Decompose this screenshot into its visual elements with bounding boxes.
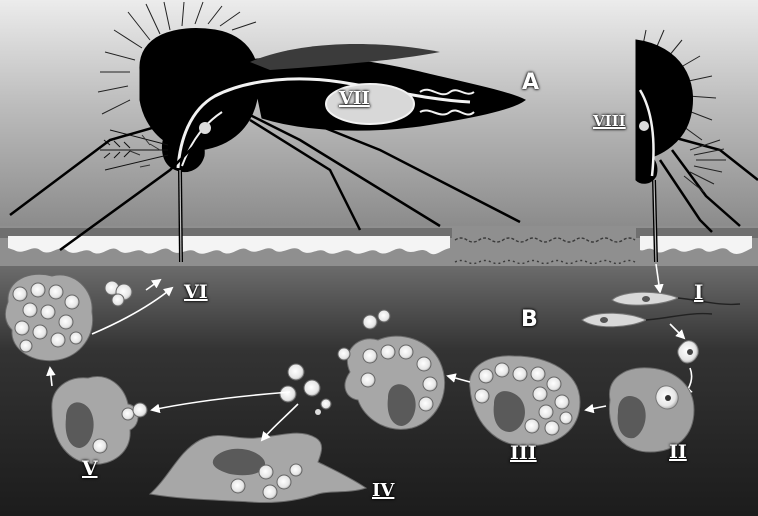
stage-ii-cell [609, 368, 694, 452]
panel-label-b: B [521, 309, 538, 331]
stage-label-iv: IV [372, 482, 394, 500]
stage-vi-cluster [5, 274, 92, 360]
stage-label-ii: II [669, 443, 687, 462]
panel-label-a: A [522, 72, 539, 94]
stage-label-viii: VIII [593, 114, 626, 129]
skin-layer [0, 226, 758, 266]
stage-label-v: V [82, 458, 98, 478]
stage-label-i: I [694, 282, 703, 302]
stage-label-vi: VI [184, 283, 208, 302]
stage-label-vii: VII [339, 90, 370, 108]
stage-label-iii: III [510, 444, 537, 463]
